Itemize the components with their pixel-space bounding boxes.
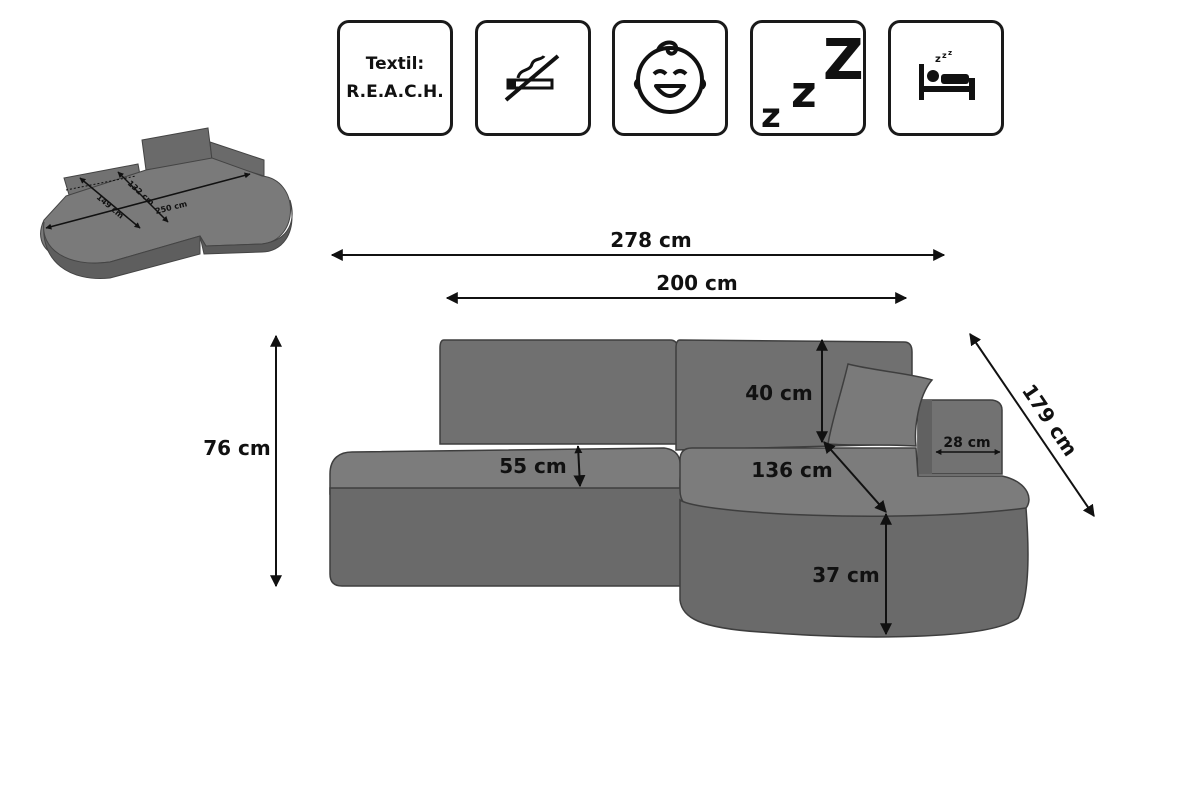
- svg-text:z: z: [948, 49, 952, 57]
- thumb-dim-250-line: [45, 172, 251, 230]
- badge-textile-reach: Textil: R.E.A.C.H.: [337, 20, 453, 136]
- chaise-length-label: 136 cm: [751, 458, 832, 482]
- total-width-label: 278 cm: [610, 228, 691, 252]
- throw-pillow: [827, 363, 934, 447]
- chaise-length-line: [823, 441, 887, 513]
- bed-sleeper-icon: z z z: [919, 49, 975, 100]
- seat-depth-line: [573, 445, 586, 488]
- svg-text:z: z: [935, 54, 941, 65]
- height-label: 76 cm: [203, 436, 271, 460]
- seat-depth-label: 55 cm: [499, 454, 567, 478]
- sofa-thumbnail: 149 cm 132 cm 250 cm: [40, 127, 293, 279]
- svg-text:z: z: [761, 96, 781, 133]
- backrest-height-label: 40 cm: [745, 381, 813, 405]
- baby-face-icon: [634, 40, 706, 114]
- svg-text:z: z: [791, 67, 817, 118]
- armrest-width-label: 28 cm: [943, 435, 990, 451]
- badge-sleeping-function: z z z: [888, 20, 1004, 136]
- sofa-main: [329, 339, 1030, 638]
- depth-line: [969, 333, 1095, 517]
- left-base: [329, 487, 683, 587]
- chaise-base: [679, 498, 1029, 638]
- no-smoking-icon: [504, 54, 560, 102]
- svg-text:Z: Z: [823, 28, 863, 93]
- badge-baby-safe: [612, 20, 728, 136]
- svg-text:z: z: [942, 51, 947, 60]
- seat-width-label: 200 cm: [656, 271, 737, 295]
- badge-sleep: z z Z: [750, 20, 866, 136]
- badge-no-smoking: [475, 20, 591, 136]
- badge-textile-line2: R.E.A.C.H.: [346, 82, 444, 102]
- depth-label: 179 cm: [1017, 380, 1082, 461]
- seat-height-label: 37 cm: [812, 563, 880, 587]
- sleep-zzz-icon: z z Z: [761, 28, 863, 133]
- badge-textile-line1: Textil:: [365, 54, 425, 74]
- back-cushion-left: [439, 339, 679, 445]
